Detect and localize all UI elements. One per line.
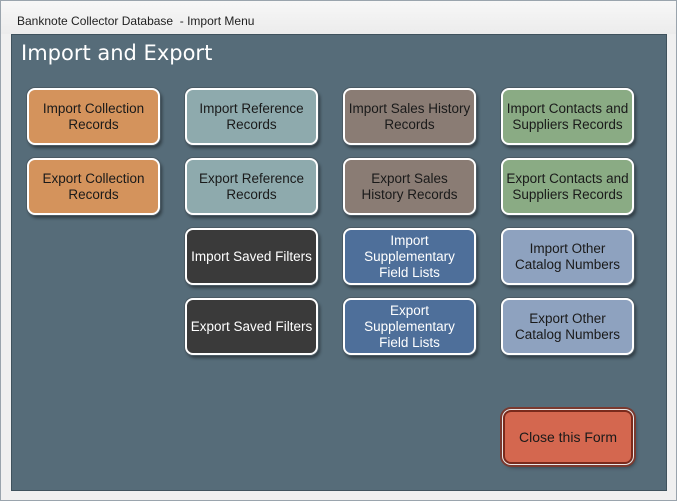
import-supplementary-field-lists-button[interactable]: Import Supplementary Field Lists <box>343 228 476 285</box>
close-form-button[interactable]: Close this Form <box>503 410 633 464</box>
import-other-catalog-numbers-button[interactable]: Import Other Catalog Numbers <box>501 228 634 285</box>
window-title: Banknote Collector Database - Import Men… <box>17 14 255 28</box>
title-bar[interactable]: Banknote Collector Database - Import Men… <box>1 1 676 34</box>
export-other-catalog-numbers-button[interactable]: Export Other Catalog Numbers <box>501 298 634 355</box>
panel-title: Import and Export <box>21 41 213 65</box>
export-sales-history-records-button[interactable]: Export Sales History Records <box>343 158 476 215</box>
export-collection-records-button[interactable]: Export Collection Records <box>27 158 160 215</box>
export-supplementary-field-lists-button[interactable]: Export Supplementary Field Lists <box>343 298 476 355</box>
export-saved-filters-button[interactable]: Export Saved Filters <box>185 298 318 355</box>
import-collection-records-button[interactable]: Import Collection Records <box>27 88 160 145</box>
import-reference-records-button[interactable]: Import Reference Records <box>185 88 318 145</box>
export-reference-records-button[interactable]: Export Reference Records <box>185 158 318 215</box>
import-contacts-suppliers-records-button[interactable]: Import Contacts and Suppliers Records <box>501 88 634 145</box>
import-sales-history-records-button[interactable]: Import Sales History Records <box>343 88 476 145</box>
import-export-panel: Import and Export Import Collection Reco… <box>11 34 667 491</box>
export-contacts-suppliers-records-button[interactable]: Export Contacts and Suppliers Records <box>501 158 634 215</box>
import-saved-filters-button[interactable]: Import Saved Filters <box>185 228 318 285</box>
